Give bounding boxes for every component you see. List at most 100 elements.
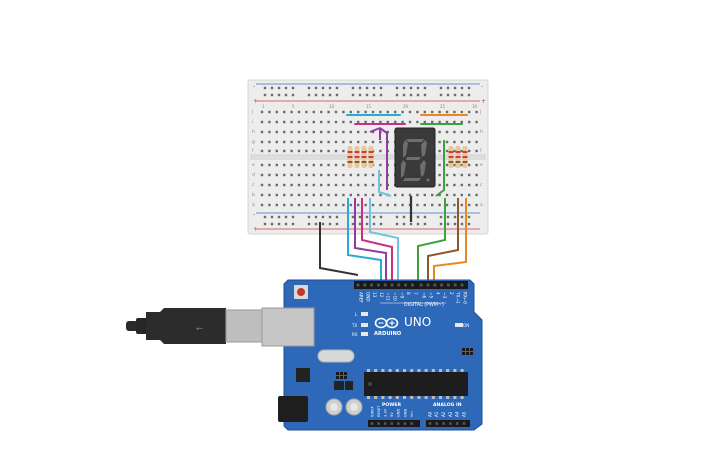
- breadboard-hole[interactable]: [312, 140, 315, 144]
- breadboard-hole[interactable]: [357, 173, 360, 177]
- rail-hole[interactable]: [270, 222, 274, 226]
- breadboard-hole[interactable]: [327, 163, 330, 167]
- breadboard-hole[interactable]: [342, 163, 345, 167]
- breadboard-hole[interactable]: [260, 130, 264, 134]
- rail-hole[interactable]: [372, 93, 376, 97]
- rail-hole[interactable]: [263, 222, 267, 226]
- breadboard-hole[interactable]: [275, 110, 278, 114]
- rail-hole[interactable]: [423, 93, 427, 97]
- breadboard-hole[interactable]: [357, 203, 360, 207]
- breadboard-hole[interactable]: [364, 203, 367, 207]
- breadboard-hole[interactable]: [297, 110, 301, 114]
- breadboard-hole[interactable]: [327, 173, 330, 177]
- breadboard-hole[interactable]: [475, 203, 478, 207]
- breadboard-hole[interactable]: [275, 203, 278, 207]
- rail-hole[interactable]: [351, 93, 355, 97]
- rail-hole[interactable]: [365, 215, 369, 219]
- wire-brown[interactable]: [427, 198, 459, 290]
- rail-hole[interactable]: [372, 215, 376, 219]
- digital-pin-hole[interactable]: [383, 283, 387, 287]
- breadboard-hole[interactable]: [445, 110, 449, 114]
- breadboard-hole[interactable]: [342, 183, 345, 187]
- breadboard-hole[interactable]: [475, 110, 478, 114]
- digital-pin-hole[interactable]: [460, 283, 464, 287]
- breadboard-hole[interactable]: [394, 110, 397, 114]
- breadboard-hole[interactable]: [305, 203, 308, 207]
- breadboard-hole[interactable]: [312, 173, 315, 177]
- reset-button[interactable]: [297, 288, 305, 296]
- breadboard-hole[interactable]: [401, 203, 404, 207]
- breadboard-hole[interactable]: [312, 120, 315, 124]
- breadboard-hole[interactable]: [468, 183, 471, 187]
- rail-hole[interactable]: [439, 86, 443, 90]
- usb-cable[interactable]: ⭠: [126, 308, 265, 344]
- rail-hole[interactable]: [314, 215, 318, 219]
- rail-hole[interactable]: [335, 93, 339, 97]
- breadboard-hole[interactable]: [438, 120, 441, 124]
- breadboard-hole[interactable]: [475, 120, 478, 124]
- rail-hole[interactable]: [321, 215, 325, 219]
- breadboard-hole[interactable]: [453, 193, 456, 197]
- breadboard-hole[interactable]: [445, 149, 449, 153]
- breadboard-hole[interactable]: [371, 120, 375, 124]
- breadboard-hole[interactable]: [327, 120, 330, 124]
- wire-purple-display[interactable]: [369, 127, 388, 190]
- breadboard-hole[interactable]: [460, 183, 463, 187]
- rail-hole[interactable]: [395, 93, 399, 97]
- breadboard-hole[interactable]: [260, 193, 264, 197]
- breadboard-hole[interactable]: [268, 140, 271, 144]
- breadboard-hole[interactable]: [283, 163, 286, 167]
- breadboard-hole[interactable]: [327, 203, 330, 207]
- analog-pin-hole[interactable]: [455, 422, 459, 425]
- breadboard-hole[interactable]: [349, 110, 352, 114]
- breadboard-hole[interactable]: [431, 120, 434, 124]
- breadboard-hole[interactable]: [334, 130, 338, 134]
- breadboard-hole[interactable]: [320, 163, 323, 167]
- breadboard-hole[interactable]: [297, 130, 301, 134]
- rail-hole[interactable]: [446, 222, 450, 226]
- breadboard-hole[interactable]: [364, 140, 367, 144]
- breadboard-hole[interactable]: [320, 120, 323, 124]
- breadboard-hole[interactable]: [283, 173, 286, 177]
- rail-hole[interactable]: [365, 93, 369, 97]
- rail-hole[interactable]: [291, 215, 295, 219]
- breadboard-hole[interactable]: [431, 203, 434, 207]
- breadboard-hole[interactable]: [297, 163, 301, 167]
- rail-hole[interactable]: [321, 222, 325, 226]
- breadboard-hole[interactable]: [290, 183, 293, 187]
- breadboard-hole[interactable]: [460, 163, 463, 167]
- rail-hole[interactable]: [263, 93, 267, 97]
- breadboard-hole[interactable]: [371, 130, 375, 134]
- breadboard-hole[interactable]: [468, 140, 471, 144]
- breadboard-hole[interactable]: [379, 140, 382, 144]
- breadboard-hole[interactable]: [431, 110, 434, 114]
- power-pin-hole[interactable]: [370, 422, 374, 425]
- rail-hole[interactable]: [379, 222, 383, 226]
- breadboard-hole[interactable]: [290, 110, 293, 114]
- wire-orange[interactable]: [433, 198, 467, 290]
- breadboard-hole[interactable]: [283, 130, 286, 134]
- breadboard-hole[interactable]: [468, 173, 471, 177]
- breadboard-hole[interactable]: [349, 120, 352, 124]
- rail-hole[interactable]: [416, 222, 420, 226]
- breadboard-hole[interactable]: [297, 193, 301, 197]
- breadboard-hole[interactable]: [349, 203, 352, 207]
- rail-hole[interactable]: [291, 86, 295, 90]
- breadboard-hole[interactable]: [312, 203, 315, 207]
- power-pin-hole[interactable]: [390, 422, 394, 425]
- breadboard-hole[interactable]: [334, 149, 338, 153]
- breadboard-hole[interactable]: [460, 149, 463, 153]
- rail-hole[interactable]: [446, 93, 450, 97]
- breadboard-hole[interactable]: [268, 120, 271, 124]
- breadboard-hole[interactable]: [357, 110, 360, 114]
- breadboard-hole[interactable]: [283, 203, 286, 207]
- breadboard-hole[interactable]: [320, 173, 323, 177]
- breadboard-hole[interactable]: [445, 130, 449, 134]
- rail-hole[interactable]: [335, 215, 339, 219]
- breadboard-hole[interactable]: [460, 120, 463, 124]
- breadboard-hole[interactable]: [283, 149, 286, 153]
- breadboard-hole[interactable]: [408, 120, 412, 124]
- breadboard-hole[interactable]: [320, 149, 323, 153]
- breadboard-hole[interactable]: [327, 193, 330, 197]
- digital-pin-hole[interactable]: [377, 283, 380, 287]
